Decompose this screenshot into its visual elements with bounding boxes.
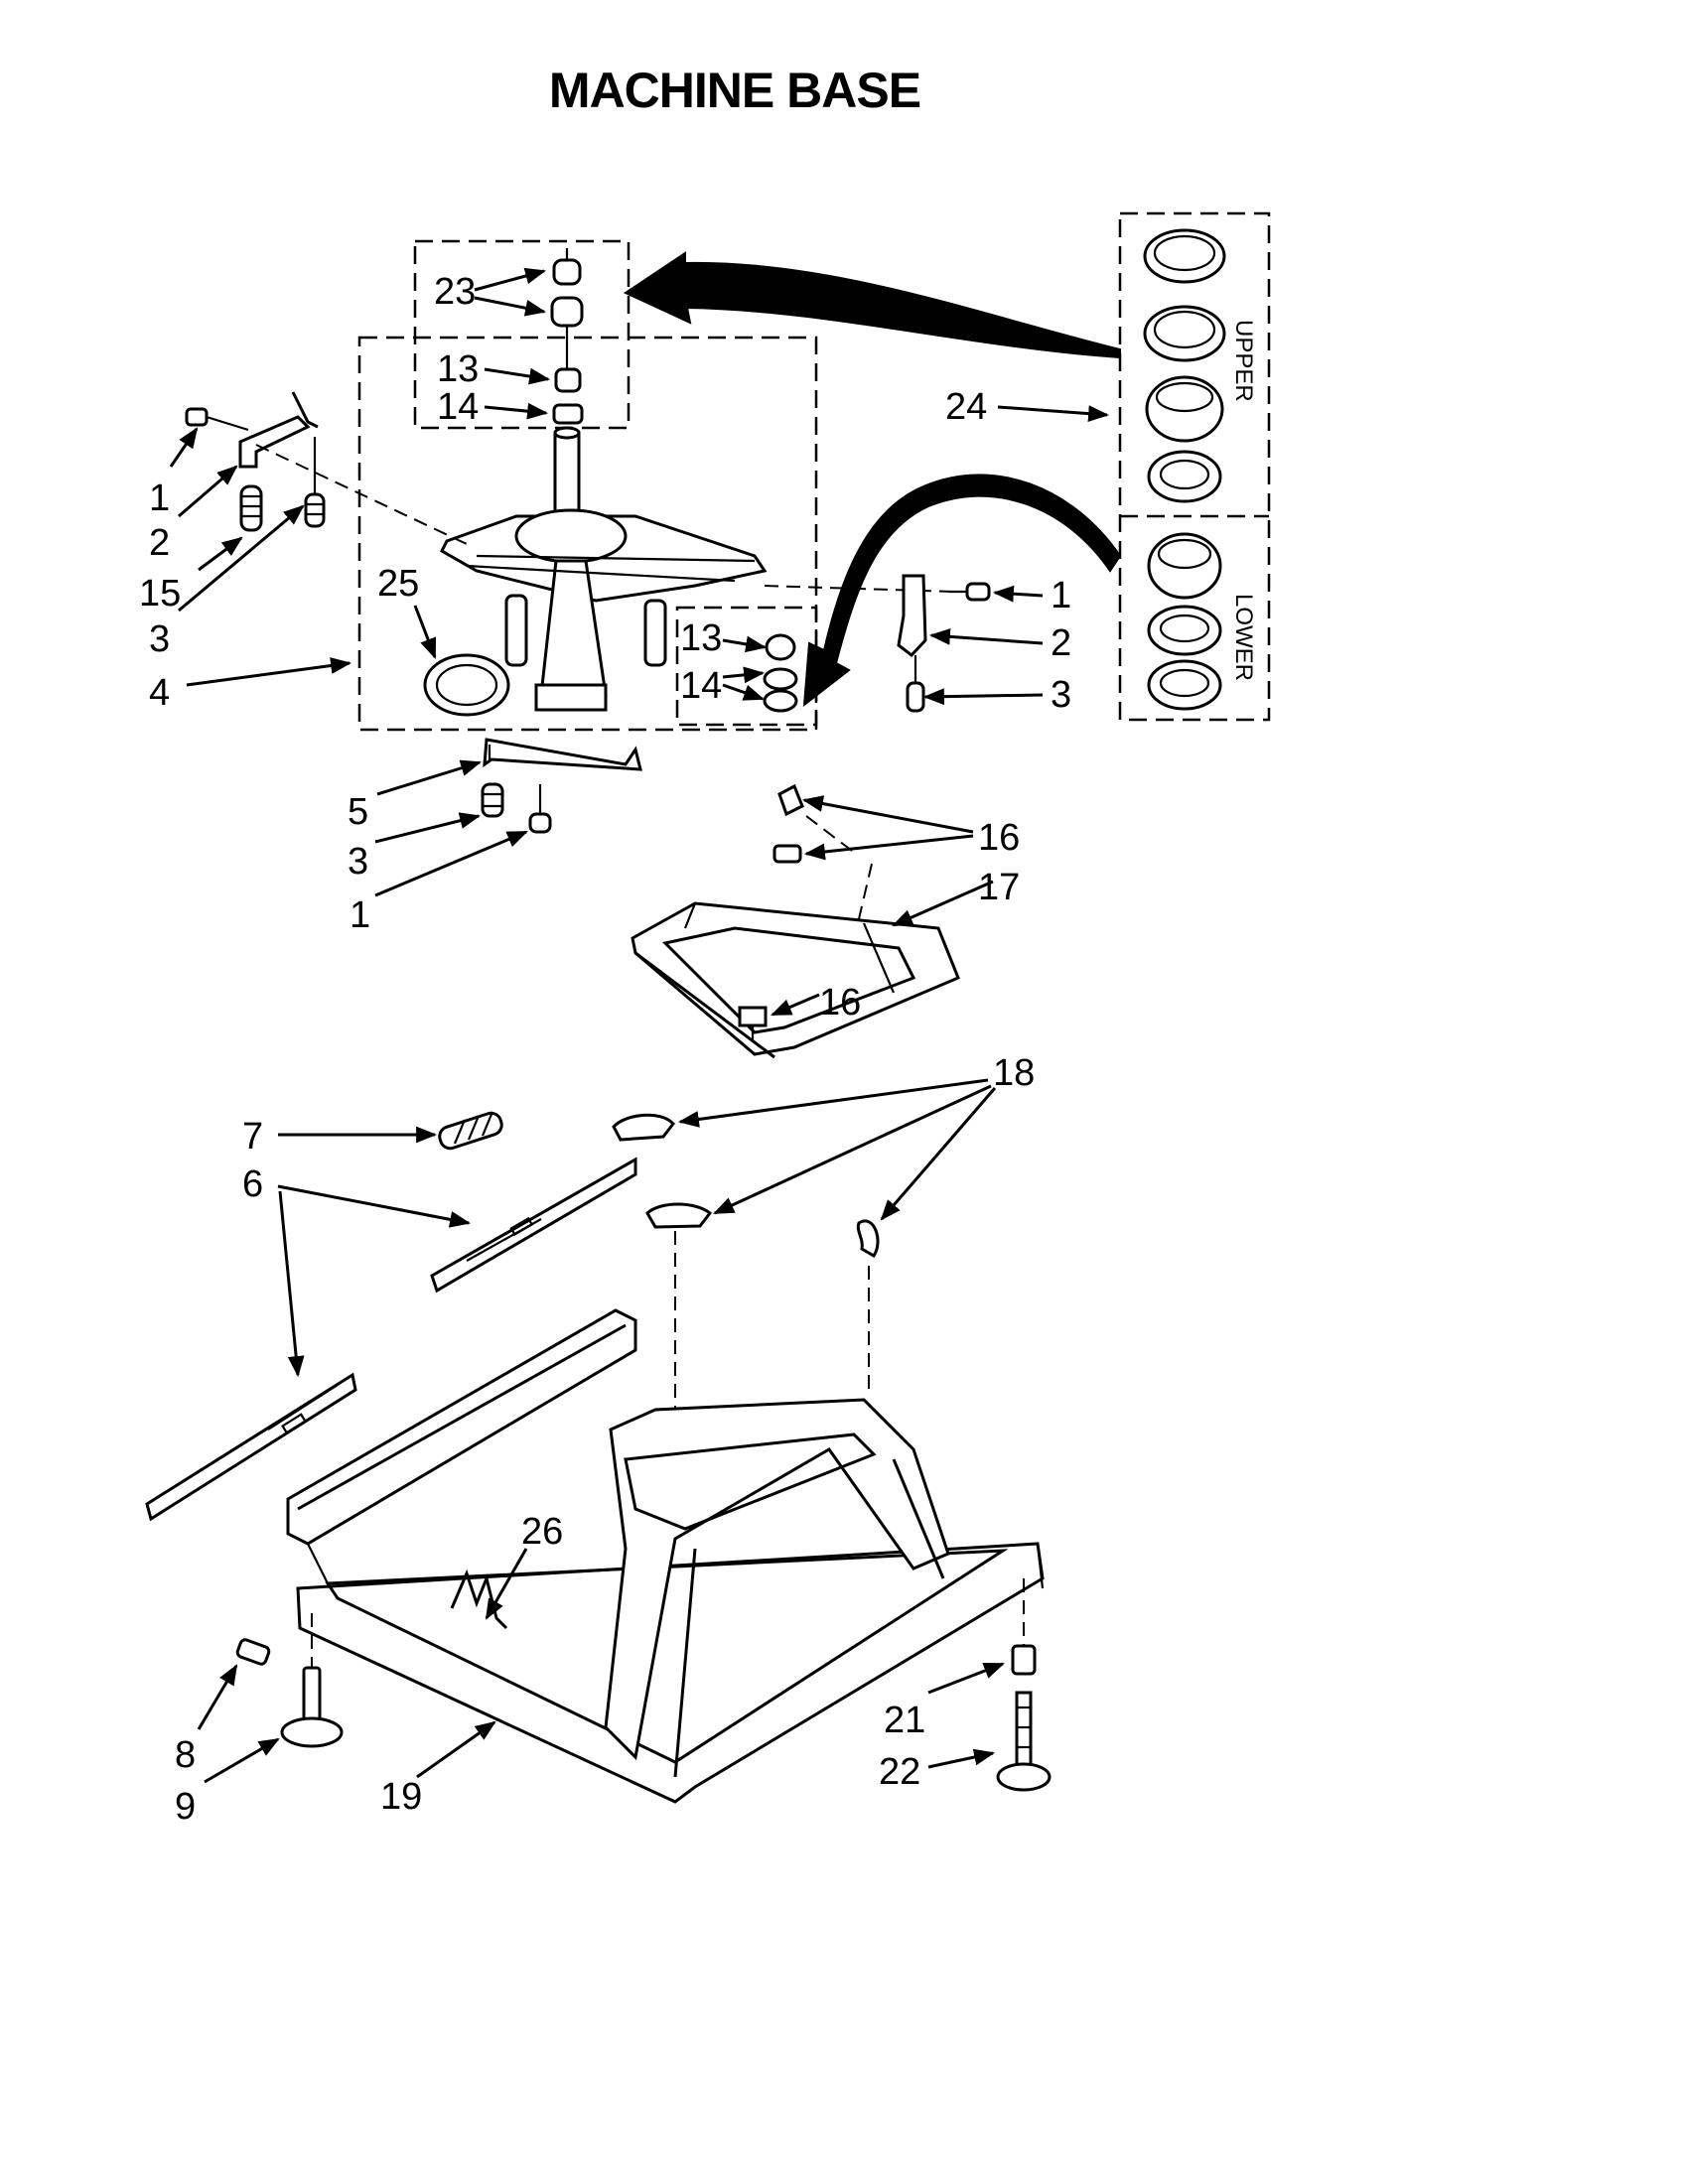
transmission-spider (440, 426, 768, 712)
kit-label-upper: UPPER (1230, 320, 1257, 402)
callout-7: 7 (242, 1116, 263, 1158)
bearing-23-lower (550, 296, 584, 328)
pad-16-lower (738, 1006, 768, 1042)
bearing-23-upper (552, 248, 582, 286)
bracket-2-left (238, 391, 319, 469)
pad-18-right (856, 1219, 880, 1390)
callout-1-bottom: 1 (350, 894, 370, 936)
callout-13-upper: 13 (437, 348, 479, 390)
top-frame-17 (631, 901, 960, 1059)
leveling-foot-22 (996, 1691, 1052, 1792)
callout-24: 24 (945, 386, 987, 428)
bearing-13-upper (554, 367, 582, 393)
machine-base-19 (286, 1308, 1045, 1804)
spring-3-bottom (481, 782, 504, 818)
callout-5: 5 (348, 791, 368, 833)
kit-arrow-upper (623, 251, 1121, 359)
spring-3-left (304, 437, 326, 528)
bearing-14-lower-a (763, 667, 798, 691)
callout-2-left: 2 (149, 522, 170, 564)
kit-label-lower: LOWER (1230, 594, 1257, 681)
bearing-14-upper (552, 403, 584, 425)
bearing-kit-24 (1118, 211, 1271, 722)
callout-16-top: 16 (978, 817, 1020, 859)
callout-23: 23 (434, 271, 476, 313)
slide-6-upper (430, 1157, 637, 1294)
slide-6-lower (145, 1372, 357, 1522)
spring-7 (438, 1111, 503, 1151)
callout-labels: 23 13 14 24 1 2 15 3 25 4 13 14 1 2 3 5 … (139, 271, 1071, 1828)
bolt-1-left (185, 407, 249, 432)
callout-9: 9 (175, 1786, 196, 1828)
callout-2-right: 2 (1051, 622, 1071, 664)
callout-21: 21 (884, 1700, 925, 1741)
bearing-14-lower-b (763, 689, 798, 713)
cap-8 (235, 1638, 271, 1666)
pad-16-middle (772, 844, 802, 864)
callout-15: 15 (139, 573, 181, 614)
bearing-13-lower (765, 633, 796, 661)
callout-4: 4 (149, 672, 170, 714)
kit-arrow-lower (802, 474, 1122, 708)
transmission-assembly-box (357, 336, 818, 732)
bracket-2-right (897, 574, 927, 658)
callout-22: 22 (879, 1751, 920, 1793)
callout-17: 17 (978, 867, 1020, 908)
callout-3-right: 3 (1051, 674, 1071, 716)
spring-15 (239, 484, 263, 532)
nut-21 (1011, 1578, 1037, 1676)
pad-18-left (612, 1113, 675, 1142)
bolt-1-bottom (528, 784, 552, 834)
callout-14-upper: 14 (437, 386, 479, 428)
callout-1-right: 1 (1051, 575, 1071, 616)
callout-13-lower: 13 (680, 617, 722, 659)
bolt-1-right (948, 582, 991, 602)
spring-3-right (906, 655, 925, 713)
seal-25 (423, 653, 510, 717)
callout-8: 8 (175, 1734, 196, 1776)
page-title: MACHINE BASE (548, 63, 921, 118)
callout-6: 6 (242, 1163, 263, 1205)
leader-lines (169, 267, 1110, 1784)
callout-3-bottom: 3 (348, 841, 368, 883)
bracket-5 (483, 738, 642, 771)
callout-3-left: 3 (149, 618, 170, 660)
callout-16-lower: 16 (819, 982, 861, 1024)
foot-9 (280, 1613, 344, 1748)
pad-16-top (777, 783, 804, 817)
callout-26: 26 (521, 1511, 563, 1553)
bearing-kit-box-upper (413, 239, 631, 430)
callout-25: 25 (377, 563, 419, 605)
callout-19: 19 (380, 1776, 422, 1818)
callout-18: 18 (993, 1052, 1035, 1094)
callout-1-left: 1 (149, 478, 170, 519)
callout-14-lower: 14 (680, 665, 722, 707)
